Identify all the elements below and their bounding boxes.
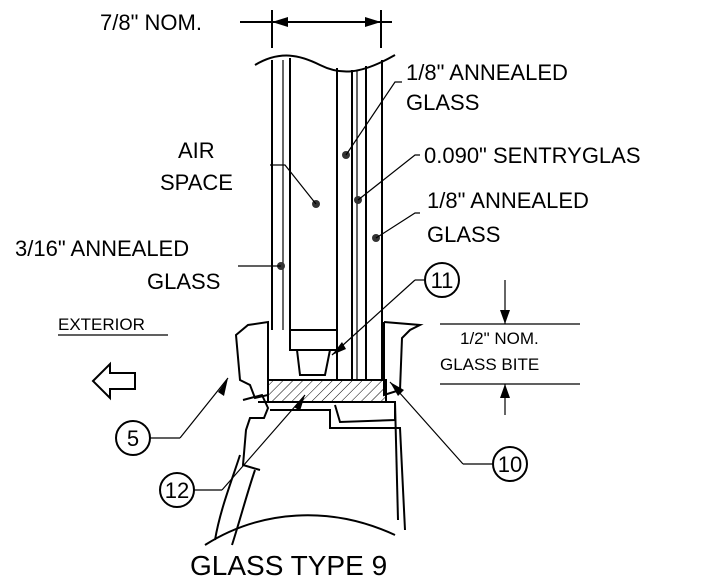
top-dimension: 7/8" NOM. — [100, 10, 392, 48]
glass-bite-label-2: GLASS BITE — [440, 355, 539, 374]
callout-10: 10 — [389, 381, 528, 482]
callout-5-label: 5 — [127, 426, 139, 451]
exterior-label: EXTERIOR — [58, 315, 145, 334]
callout-5: 5 — [115, 377, 229, 456]
glass-bite-dimension — [440, 280, 580, 415]
drawing-title: GLASS TYPE 9 — [190, 550, 387, 581]
callout-12: 12 — [159, 394, 306, 508]
annealed-316-label-2: GLASS — [147, 269, 220, 294]
labels: 1/8" ANNEALED GLASS 0.090" SENTRYGLAS AI… — [15, 60, 641, 374]
inner-glass-label-1: 1/8" ANNEALED — [427, 188, 589, 213]
leader-dots — [277, 151, 380, 270]
dimension-label: 7/8" NOM. — [100, 10, 202, 35]
callout-10-label: 10 — [498, 452, 522, 477]
outer-glass-label-2: GLASS — [406, 90, 479, 115]
interlayer-label: 0.090" SENTRYGLAS — [424, 143, 641, 168]
annealed-316-label-1: 3/16" ANNEALED — [15, 236, 189, 261]
glass-assembly — [254, 54, 396, 380]
callout-12-label: 12 — [165, 478, 189, 503]
inner-glass-label-2: GLASS — [427, 222, 500, 247]
outer-glass-label-1: 1/8" ANNEALED — [406, 60, 568, 85]
air-space-label-1: AIR — [178, 138, 215, 163]
leader-lines — [238, 81, 420, 267]
frame-profile — [204, 320, 424, 546]
setting-block — [267, 379, 387, 403]
callout-11: 11 — [331, 262, 460, 356]
callout-11-label: 11 — [431, 268, 454, 293]
exterior-arrow-icon — [91, 361, 136, 401]
glass-bite-label-1: 1/2" NOM. — [460, 329, 539, 348]
air-space-label-2: SPACE — [160, 170, 233, 195]
